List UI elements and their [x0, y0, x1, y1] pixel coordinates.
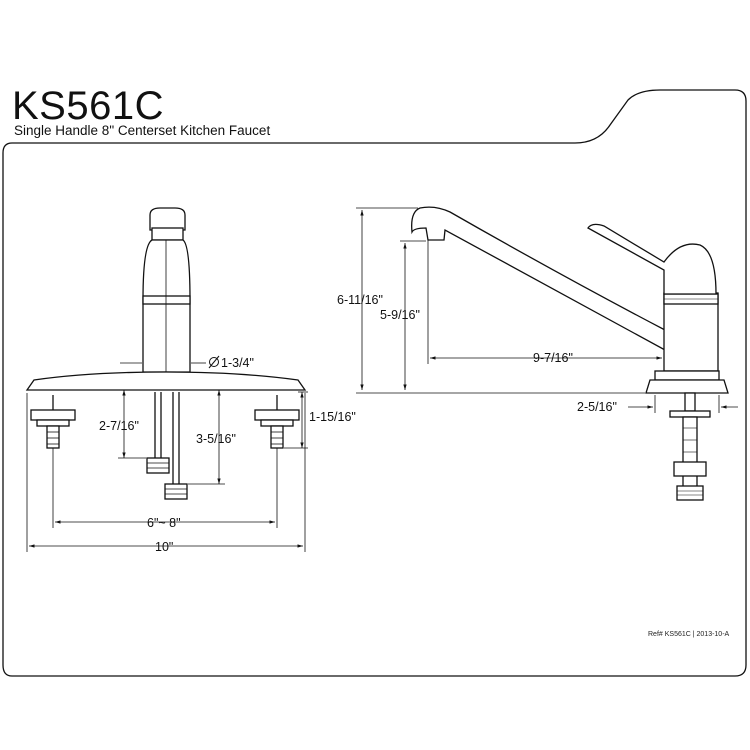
side-lever-handle [587, 223, 717, 295]
front-dimension-lines [26, 362, 308, 552]
front-view [25, 207, 307, 500]
right-mounting-shank [254, 395, 300, 449]
front-handle [149, 207, 186, 231]
dim-overall-height: 6-11/16" [337, 293, 383, 307]
dim-hose-length-center: 3-5/16" [196, 432, 236, 446]
dim-hole-spacing: 6"~ 8" [147, 516, 181, 530]
dim-spout-base-diameter: 1-3/4" [221, 356, 254, 370]
supply-hoses [146, 392, 188, 500]
reference-code: Ref# KS561C | 2013-10-A [648, 631, 730, 638]
side-view [411, 206, 729, 501]
front-faucet-body [142, 239, 191, 373]
dim-spout-height: 5-9/16" [380, 308, 420, 322]
model-number: KS561C [12, 84, 164, 128]
drawing-frame [2, 89, 747, 677]
dim-base-width: 2-5/16" [577, 400, 617, 414]
side-base [654, 370, 720, 381]
dim-plate-width: 10" [155, 540, 173, 554]
left-mounting-shank [30, 395, 76, 449]
dim-hose-length-left: 2-7/16" [99, 419, 139, 433]
dim-spout-reach: 9-7/16" [533, 351, 573, 365]
diameter-symbol [208, 355, 220, 369]
product-description: Single Handle 8" Centerset Kitchen Fauce… [14, 123, 271, 138]
side-spout [411, 206, 666, 352]
front-handle-band [151, 227, 184, 241]
front-base-plate [25, 371, 307, 391]
dim-shank-length: 1-15/16" [309, 410, 356, 424]
side-dimension-lines [356, 207, 738, 413]
front-knurled-ring [142, 295, 191, 305]
side-shank [684, 392, 696, 412]
side-base-plate [645, 379, 729, 394]
side-faucet-body [663, 292, 719, 372]
